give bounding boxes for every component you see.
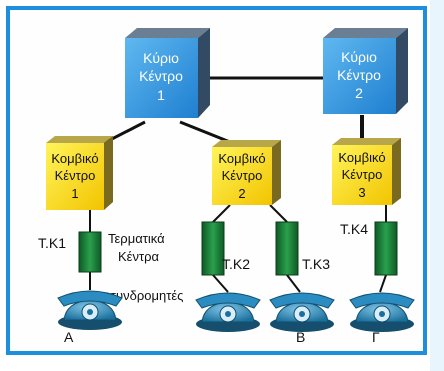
- main-center-2-side: [396, 28, 408, 114]
- main-center-1-front: [125, 38, 198, 118]
- terminal-center-1-block: [78, 231, 102, 273]
- node-center-2-line1: Κομβικό: [218, 151, 265, 166]
- node-center-2-top: [212, 140, 281, 147]
- main-center-1: Κύριο Κέντρο 1: [125, 28, 210, 118]
- main-center-2-line1: Κύριο: [341, 49, 377, 65]
- background-strip: [430, 0, 444, 371]
- link-tk2-phone: [212, 274, 229, 293]
- node-center-2-number: 2: [238, 186, 245, 201]
- node-center-1: Κομβικό Κέντρο 1: [46, 136, 113, 210]
- terminal-label-1: Τ.Κ1: [38, 235, 66, 251]
- main-center-1-line2: Κέντρο: [139, 68, 183, 84]
- terminal-center-2-block: [201, 221, 225, 276]
- phone-label-a: Α: [64, 329, 74, 345]
- main-center-1-top: [125, 28, 210, 38]
- terminal-label-2: Τ.Κ2: [222, 256, 250, 272]
- node-center-2-side: [272, 140, 281, 205]
- telephone-icon: [349, 292, 415, 332]
- node-center-2: Κομβικό Κέντρο 2: [212, 140, 281, 205]
- terminal-label-3: Τ.Κ3: [302, 256, 330, 272]
- terminal-center-2: [201, 221, 225, 276]
- telephone-icon: [195, 292, 261, 332]
- main-center-2: Κύριο Κέντρο 2: [323, 28, 408, 114]
- terminal-label-4: Τ.Κ4: [340, 221, 368, 237]
- subscriber-caption: συνδρομητές: [108, 288, 183, 303]
- node-center-1-line2: Κέντρο: [55, 168, 96, 183]
- main-center-2-front: [323, 38, 396, 114]
- link-node2-tk2: [212, 204, 231, 223]
- terminal-center-1: [78, 231, 102, 273]
- node-center-1-line1: Κομβικό: [51, 151, 98, 166]
- node-center-3-number: 3: [358, 185, 365, 200]
- terminal-caption-line2: Κέντρα: [118, 249, 159, 264]
- terminal-center-4-block: [374, 221, 398, 276]
- terminal-center-4: [374, 221, 398, 276]
- main-center-2-top: [323, 28, 408, 38]
- links: [74, 76, 387, 293]
- node-center-1-front: [46, 143, 104, 210]
- terminal-center-3-block: [275, 221, 299, 276]
- node-center-3-line1: Κομβικό: [338, 150, 385, 165]
- phone-label-b: Β: [296, 329, 305, 345]
- node-center-3-side: [392, 138, 401, 205]
- terminal-center-3: [275, 221, 299, 276]
- link-node2-tk3: [269, 204, 288, 223]
- node-center-2-line2: Κέντρο: [222, 168, 263, 183]
- node-center-3-top: [332, 138, 401, 145]
- main-center-1-line1: Κύριο: [143, 50, 179, 66]
- node-center-2-front: [212, 147, 272, 205]
- node-center-1-side: [104, 136, 113, 210]
- telephone-icon: [57, 290, 123, 330]
- node-center-1-top: [46, 136, 113, 143]
- link-tk4-phoneG: [379, 274, 387, 293]
- telephone-icon: [269, 292, 335, 332]
- node-center-3-front: [332, 145, 392, 205]
- phone-label-g: Γ: [372, 329, 380, 345]
- link-tk3-phoneB: [286, 274, 301, 293]
- node-center-3: Κομβικό Κέντρο 3: [332, 138, 401, 205]
- terminal-caption-line1: Τερματικά: [108, 231, 165, 246]
- main-center-1-number: 1: [157, 87, 165, 103]
- main-center-2-number: 2: [355, 85, 363, 101]
- node-center-1-number: 1: [71, 186, 78, 201]
- main-center-1-side: [198, 28, 210, 118]
- main-center-2-line2: Κέντρο: [337, 67, 381, 83]
- node-center-3-line2: Κέντρο: [342, 167, 383, 182]
